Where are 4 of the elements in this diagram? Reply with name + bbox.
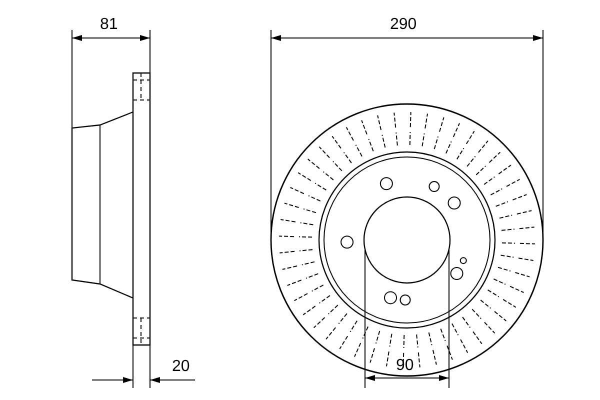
- dimension-value: 290: [390, 16, 417, 34]
- dimension-value: 20: [172, 358, 190, 376]
- dimension-value: 90: [396, 357, 414, 375]
- dimension-value: 81: [100, 16, 118, 34]
